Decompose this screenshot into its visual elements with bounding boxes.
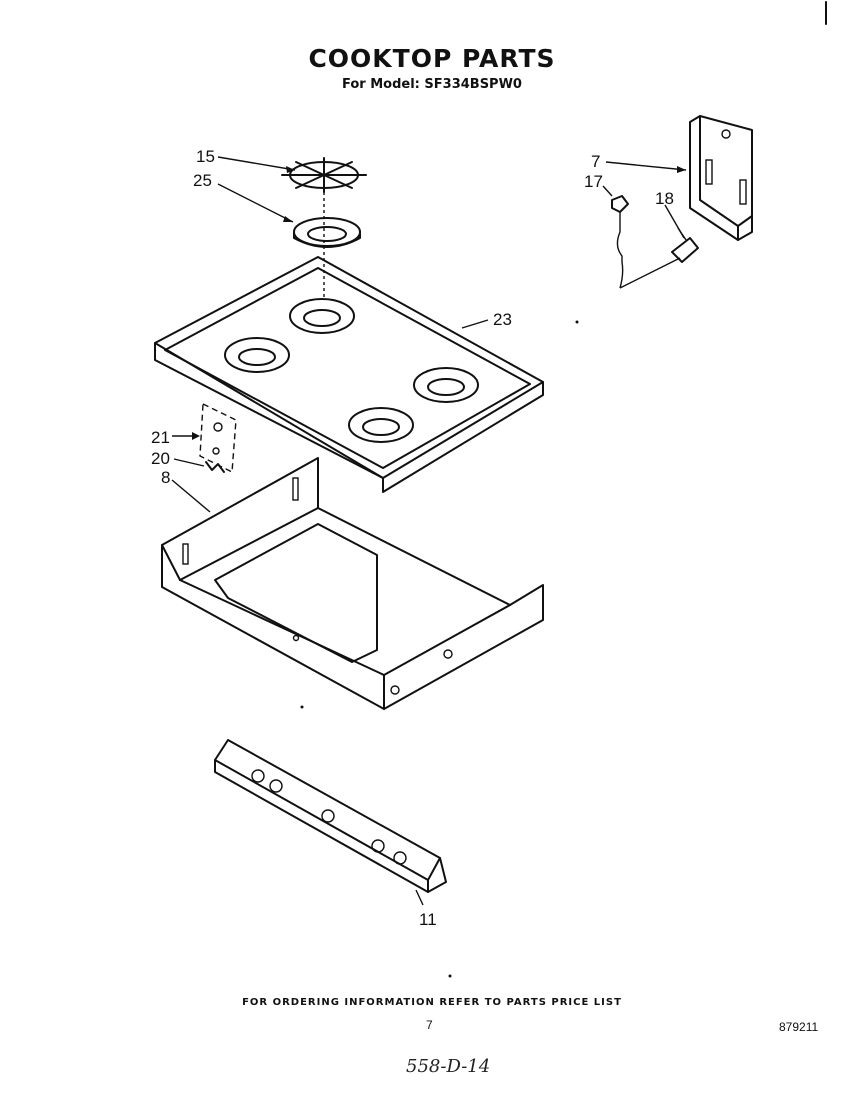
callout-11: 11 <box>419 910 437 929</box>
cooktop-panel-part <box>154 256 544 493</box>
model-subtitle: For Model: SF334BSPW0 <box>342 77 522 92</box>
callout-leader-lines <box>171 156 687 906</box>
wire-connector-part <box>671 227 699 263</box>
bracket-part <box>689 115 753 241</box>
callout-23: 23 <box>493 310 512 329</box>
speck-mark <box>300 705 304 709</box>
page-title: COOKTOP PARTS <box>308 44 556 73</box>
burner-grate-part <box>281 157 367 300</box>
manifold-rail-part <box>214 739 447 893</box>
callout-25: 25 <box>193 171 212 190</box>
callout-8: 8 <box>161 468 171 487</box>
speck-mark <box>575 320 579 324</box>
callout-21: 21 <box>151 428 170 447</box>
ordering-note: FOR ORDERING INFORMATION REFER TO PARTS … <box>242 997 622 1008</box>
burner-ring-part <box>293 217 361 248</box>
callout-17: 17 <box>584 172 603 191</box>
callout-20: 20 <box>151 449 170 468</box>
document-number: 879211 <box>779 1020 819 1034</box>
burner-box-part <box>161 457 544 710</box>
page-number: 7 <box>426 1018 433 1032</box>
callout-18: 18 <box>655 189 674 208</box>
mounting-hardware-part <box>199 402 237 474</box>
speck-mark <box>448 974 452 978</box>
callout-15: 15 <box>196 147 215 166</box>
handwritten-note: 558-D-14 <box>406 1056 491 1077</box>
igniter-switch-part <box>611 195 681 289</box>
callout-7: 7 <box>591 152 601 171</box>
